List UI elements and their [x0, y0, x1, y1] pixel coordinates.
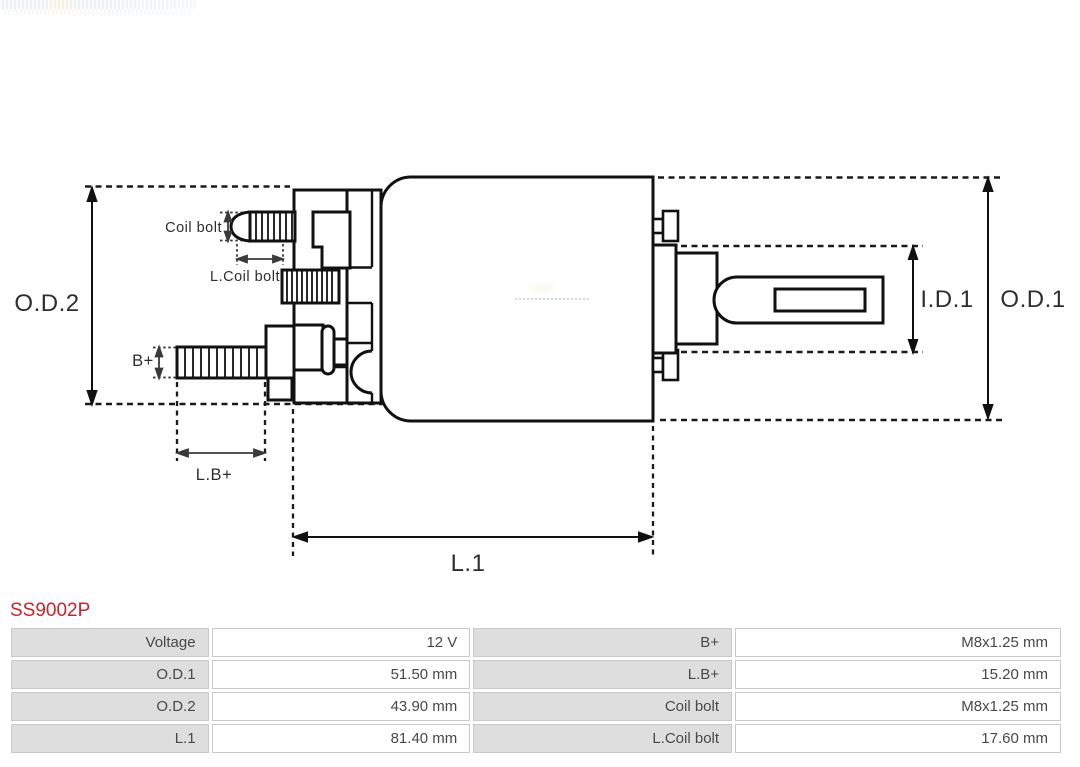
spec-label-cell: O.D.1	[11, 660, 209, 689]
b-plus-nut	[264, 324, 296, 380]
scan-artifact-2	[2, 9, 190, 16]
spec-label-cell: Voltage	[11, 628, 209, 657]
spec-table: Voltage 12 V B+ M8x1.25 mm O.D.1 51.50 m…	[8, 625, 1064, 756]
b-plus-collar	[266, 376, 294, 402]
grommet-arc	[349, 349, 373, 395]
spec-label-cell: L.Coil bolt	[473, 724, 733, 753]
solenoid-body	[292, 175, 655, 423]
table-row: L.1 81.40 mm L.Coil bolt 17.60 mm	[11, 724, 1061, 753]
spec-value-cell: 51.50 mm	[211, 660, 471, 689]
spec-label-cell: L.1	[11, 724, 209, 753]
b-plus-washer	[320, 324, 336, 376]
spec-label-cell: B+	[473, 628, 733, 657]
watermark-line	[513, 298, 589, 300]
spec-value-cell: 12 V	[211, 628, 471, 657]
plunger	[651, 243, 885, 355]
dimension-lines	[86, 175, 994, 543]
b-plus-block	[292, 323, 325, 372]
watermark-artifact	[523, 281, 563, 296]
technical-diagram: O.D.2 O.D.1 I.D.1 L.1 L.B+ B+ Coil bolt …	[14, 175, 1065, 577]
extension-lines	[175, 382, 655, 556]
spec-value-cell: 15.20 mm	[735, 660, 1061, 689]
spec-label-cell: O.D.2	[11, 692, 209, 721]
spec-label-cell: L.B+	[473, 660, 733, 689]
diagram-labels: O.D.2 O.D.1 I.D.1 L.1 L.B+ B+ Coil bolt …	[14, 220, 1065, 577]
spec-value-cell: 81.40 mm	[211, 724, 471, 753]
part-number: SS9002P	[10, 600, 91, 621]
plunger-slot	[773, 287, 867, 313]
od2-label: O.D.2	[14, 290, 79, 317]
spec-value-cell: M8x1.25 mm	[735, 628, 1061, 657]
od1-label: O.D.1	[1000, 286, 1065, 313]
coil-bolt	[229, 210, 297, 243]
table-row: O.D.1 51.50 mm L.B+ 15.20 mm	[11, 660, 1061, 689]
spec-label-cell: Coil bolt	[473, 692, 733, 721]
construction-lines	[85, 176, 1002, 422]
spec-value-cell: 17.60 mm	[735, 724, 1061, 753]
rear-terminals	[651, 209, 680, 382]
coil-bolt-label: Coil bolt	[165, 220, 222, 236]
table-row: Voltage 12 V B+ M8x1.25 mm	[11, 628, 1061, 657]
spec-value-cell: M8x1.25 mm	[735, 692, 1061, 721]
spec-value-cell: 43.90 mm	[211, 692, 471, 721]
l-coil-bolt-label: L.Coil bolt	[210, 269, 280, 285]
dotted-reference-lines	[153, 211, 284, 379]
b-plus-stud	[175, 323, 349, 402]
b-plus-label: B+	[132, 352, 154, 370]
lb-plus-label: L.B+	[196, 466, 232, 484]
id1-label: I.D.1	[920, 286, 973, 313]
scan-artifact	[0, 0, 196, 9]
coil-bolt-bushing	[280, 268, 341, 305]
housing-step-cutout	[311, 210, 352, 270]
table-row: O.D.2 43.90 mm Coil bolt M8x1.25 mm	[11, 692, 1061, 721]
l1-label: L.1	[451, 550, 486, 577]
